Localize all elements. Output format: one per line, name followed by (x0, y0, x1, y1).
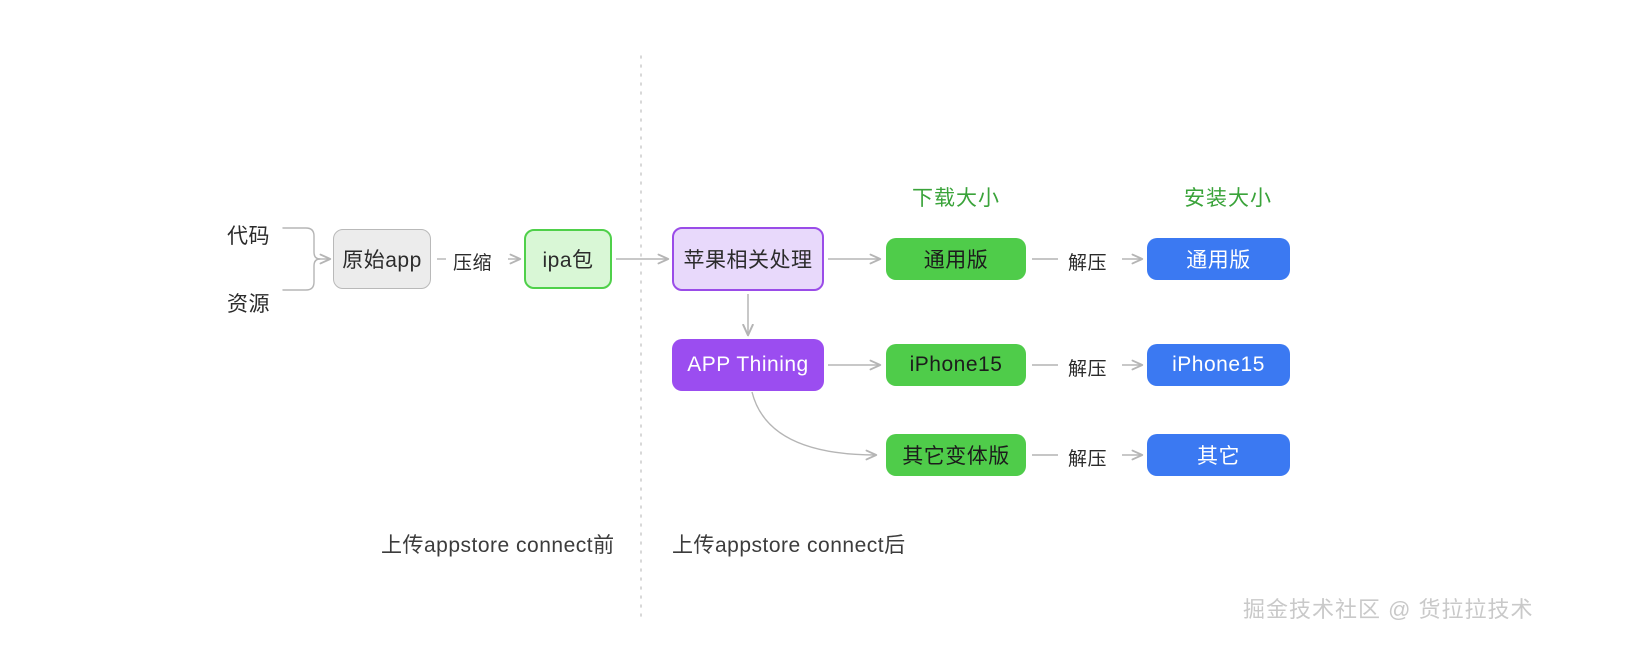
edge-label-unzip-row-2: 解压 (1068, 359, 1108, 380)
column-header-download-size: 下载大小 (912, 187, 1000, 210)
node-other-variant-download[interactable]: 其它变体版 (886, 434, 1026, 476)
node-app-thining[interactable]: APP Thining (672, 339, 824, 391)
node-ipa-package-label: ipa包 (542, 249, 594, 272)
node-iphone15-install-label: iPhone15 (1172, 353, 1265, 376)
node-universal-download[interactable]: 通用版 (886, 238, 1026, 280)
watermark: 掘金技术社区 @ 货拉拉技术 (1243, 597, 1534, 622)
caption-before-upload: 上传appstore connect前 (381, 534, 615, 557)
edge-label-unzip-row-3: 解压 (1068, 449, 1108, 470)
node-iphone15-download[interactable]: iPhone15 (886, 344, 1026, 386)
node-other-variant-download-label: 其它变体版 (902, 445, 1010, 468)
edge-label-compress: 压缩 (453, 253, 493, 274)
node-universal-install-label: 通用版 (1186, 249, 1251, 272)
node-iphone15-download-label: iPhone15 (909, 353, 1003, 376)
node-ipa-package[interactable]: ipa包 (524, 229, 612, 289)
node-universal-download-label: 通用版 (923, 249, 989, 272)
column-header-install-size: 安装大小 (1184, 187, 1272, 210)
caption-after-upload: 上传appstore connect后 (672, 534, 906, 557)
edge-label-unzip-row-1: 解压 (1068, 253, 1108, 274)
node-apple-process[interactable]: 苹果相关处理 (672, 227, 824, 291)
node-other-install[interactable]: 其它 (1147, 434, 1290, 476)
node-original-app[interactable]: 原始app (333, 229, 431, 289)
node-iphone15-install[interactable]: iPhone15 (1147, 344, 1290, 386)
input-bracket (282, 227, 321, 291)
arrow-app-thining-to-other-variant (751, 391, 876, 455)
input-label-code: 代码 (227, 225, 270, 248)
node-other-install-label: 其它 (1197, 445, 1240, 468)
node-app-thining-label: APP Thining (687, 353, 809, 376)
node-apple-process-label: 苹果相关处理 (683, 249, 813, 272)
node-original-app-label: 原始app (342, 249, 422, 272)
node-universal-install[interactable]: 通用版 (1147, 238, 1290, 280)
input-label-resource: 资源 (227, 293, 270, 316)
